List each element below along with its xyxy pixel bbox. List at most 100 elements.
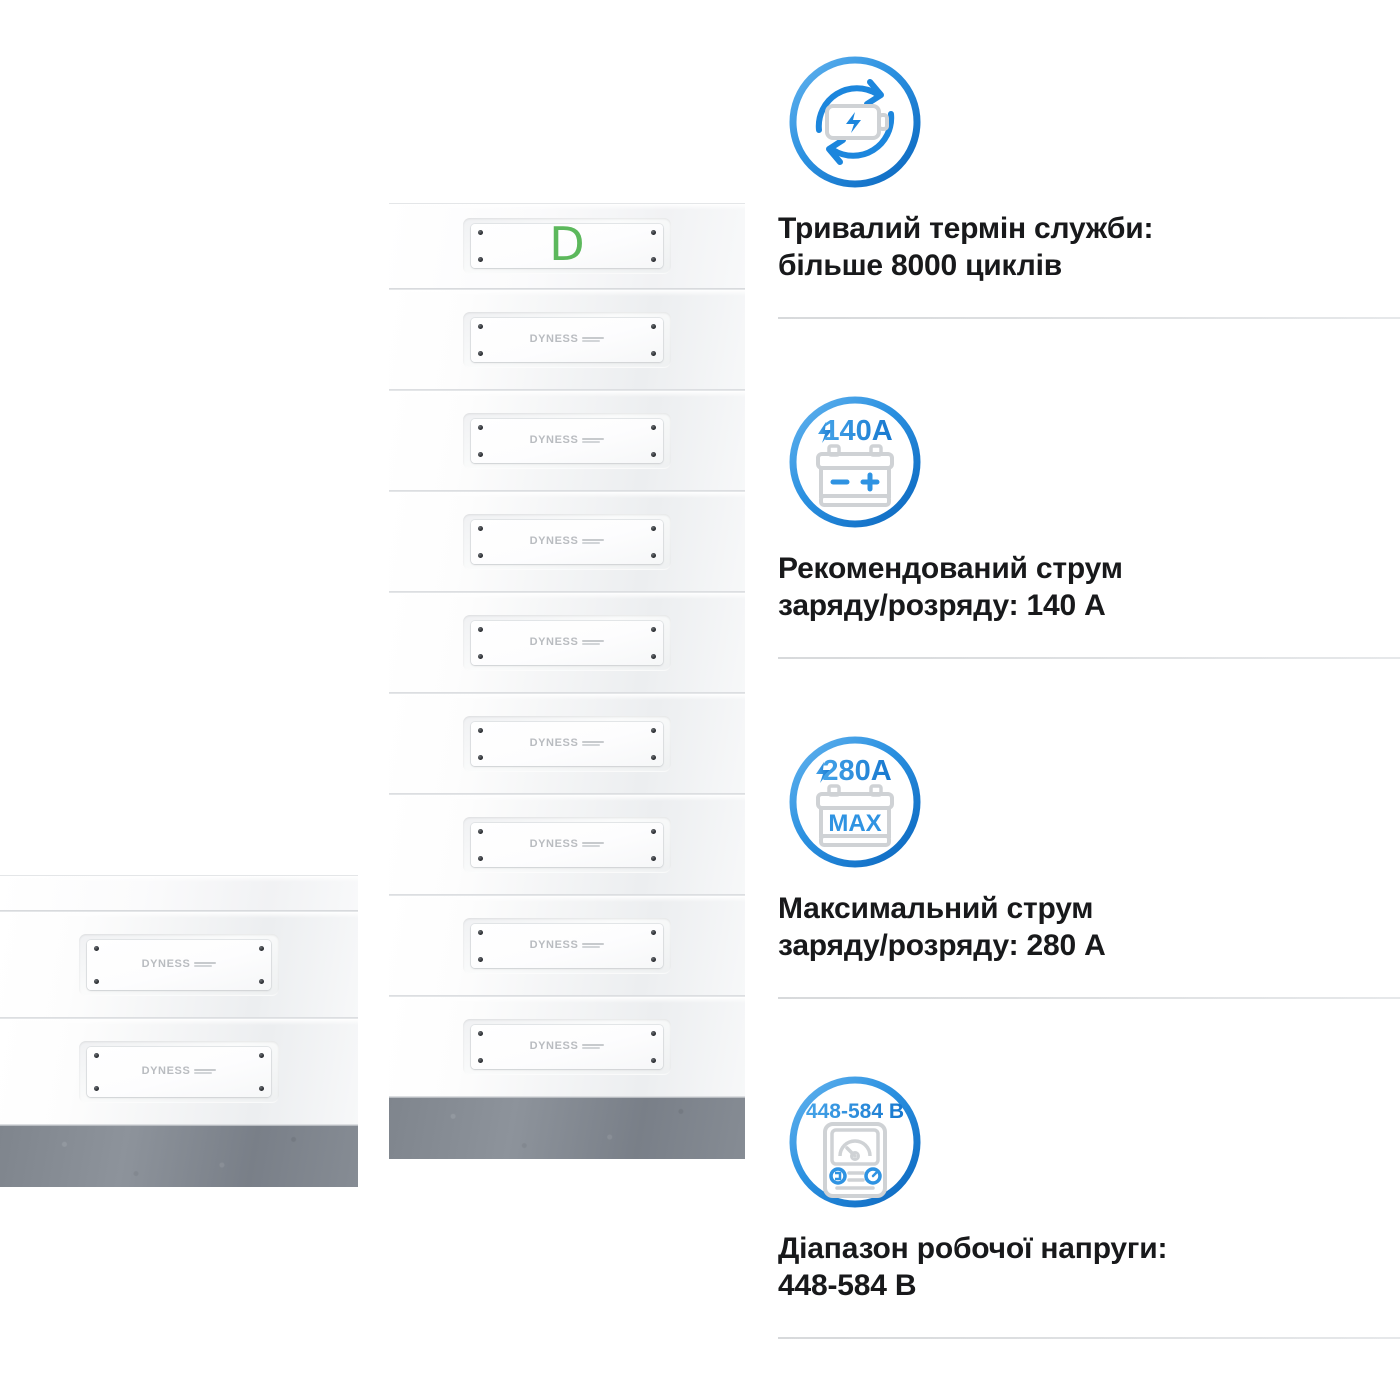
screw-icon: [259, 1052, 264, 1058]
brand-lockup: DYNESS: [530, 738, 605, 749]
screw-icon: [94, 945, 99, 951]
brand-wordmark: DYNESS: [529, 434, 579, 446]
brand-lockup: DYNESS: [530, 435, 605, 446]
brand-subtext-icon: [582, 336, 605, 343]
brand-subtext-icon: [194, 961, 217, 968]
tall-stack-module-8: DYNESS: [389, 996, 745, 1097]
label-plate: DYNESS: [471, 620, 663, 665]
brand-wordmark: DYNESS: [529, 939, 579, 951]
screw-icon: [259, 945, 264, 951]
screw-icon: [651, 451, 656, 457]
left-battery-stack: DYNESS: [0, 875, 358, 1187]
screw-icon: [651, 350, 656, 356]
svg-text:448-584 В: 448-584 В: [806, 1100, 904, 1123]
screw-icon: [651, 1057, 656, 1063]
svg-text:140A: 140A: [823, 415, 892, 447]
screw-icon: [651, 956, 656, 962]
label-plate-recess: DYNESS: [463, 311, 671, 368]
label-plate-recess: DYNESS: [463, 412, 671, 469]
brand-subtext-icon: [582, 942, 605, 949]
left-stack-pedestal: [0, 1125, 358, 1187]
label-plate: DYNESS: [471, 418, 663, 463]
brand-lockup: DYNESS: [530, 536, 605, 547]
screw-icon: [478, 525, 483, 531]
brand-lockup: DYNESS: [142, 959, 217, 970]
screw-icon: [651, 828, 656, 834]
screw-icon: [651, 552, 656, 558]
brand-subtext-icon: [582, 639, 605, 646]
screw-icon: [94, 1052, 99, 1058]
brand-subtext-icon: [582, 841, 605, 848]
brand-wordmark: DYNESS: [529, 737, 579, 749]
feature-divider: [778, 657, 1400, 659]
brand-lockup: DYNESS: [530, 637, 605, 648]
screw-icon: [651, 727, 656, 733]
left-stack-module-2: DYNESS: [0, 1018, 358, 1125]
screw-icon: [478, 552, 483, 558]
label-plate-recess: DYNESS: [463, 917, 671, 974]
label-plate: DYNESS: [471, 1024, 663, 1069]
brand-lockup: DYNESS: [530, 839, 605, 850]
screw-icon: [478, 727, 483, 733]
screw-icon: [651, 855, 656, 861]
feature-list: Тривалий термін служби: більше 8000 цикл…: [770, 0, 1400, 1400]
screw-icon: [651, 257, 656, 262]
left-stack-top-cap: [0, 875, 358, 911]
label-plate: DYNESS: [471, 923, 663, 968]
tall-stack-module-4: DYNESS: [389, 592, 745, 693]
label-plate: DYNESS: [87, 939, 271, 990]
screw-icon: [651, 929, 656, 935]
dyness-d-logo-icon: D: [549, 217, 585, 271]
screw-icon: [259, 1085, 264, 1091]
brand-subtext-icon: [582, 1043, 605, 1050]
screw-icon: [259, 978, 264, 984]
tall-stack-module-1: DYNESS: [389, 289, 745, 390]
label-plate: DYNESS: [471, 519, 663, 564]
brand-subtext-icon: [582, 538, 605, 545]
screw-icon: [478, 956, 483, 962]
logo-plate: D: [471, 217, 663, 271]
screw-icon: [478, 929, 483, 935]
label-plate-recess: DYNESS: [463, 816, 671, 873]
screw-icon: [651, 424, 656, 430]
label-plate-recess: DYNESS: [463, 1018, 671, 1075]
screw-icon: [478, 451, 483, 457]
brand-wordmark: DYNESS: [141, 958, 191, 970]
feature-title: Максимальний струм заряду/розряду: 280 A: [778, 892, 1106, 963]
screw-icon: [478, 1030, 483, 1036]
screw-icon: [651, 754, 656, 760]
screw-icon: [478, 828, 483, 834]
brand-lockup: DYNESS: [142, 1066, 217, 1077]
screw-icon: [478, 323, 483, 329]
screw-icon: [94, 1085, 99, 1091]
brand-lockup: DYNESS: [530, 940, 605, 951]
brand-wordmark: DYNESS: [529, 535, 579, 547]
screw-icon: [651, 525, 656, 531]
screw-icon: [478, 350, 483, 356]
brand-lockup: DYNESS: [530, 334, 605, 345]
feature-title: Тривалий термін служби: більше 8000 цикл…: [778, 212, 1154, 283]
tall-stack-module-3: DYNESS: [389, 491, 745, 592]
brand-wordmark: DYNESS: [529, 636, 579, 648]
screw-icon: [651, 230, 656, 235]
label-plate-recess: DYNESS: [79, 1040, 279, 1103]
screw-icon: [94, 978, 99, 984]
product-photo-area: DYNESS: [0, 203, 745, 1187]
tall-stack-module-7: DYNESS: [389, 895, 745, 996]
battery-140a-icon: 140A: [785, 392, 925, 532]
left-stack-module-1: DYNESS: [0, 911, 358, 1018]
screw-icon: [478, 424, 483, 430]
label-plate-recess: DYNESS: [463, 614, 671, 671]
label-plate-recess: DYNESS: [463, 513, 671, 570]
tall-stack-pedestal: [389, 1097, 745, 1159]
brand-wordmark: DYNESS: [529, 838, 579, 850]
screw-icon: [478, 855, 483, 861]
battery-max-280a-icon: 280A MAX: [785, 732, 925, 872]
feature-title: Діапазон робочої напруги: 448-584 В: [778, 1232, 1168, 1303]
screw-icon: [478, 230, 483, 235]
screw-icon: [651, 1030, 656, 1036]
tall-stack-module-5: DYNESS: [389, 693, 745, 794]
feature-title: Рекомендований струм заряду/розряду: 140…: [778, 552, 1123, 623]
screw-icon: [478, 1057, 483, 1063]
